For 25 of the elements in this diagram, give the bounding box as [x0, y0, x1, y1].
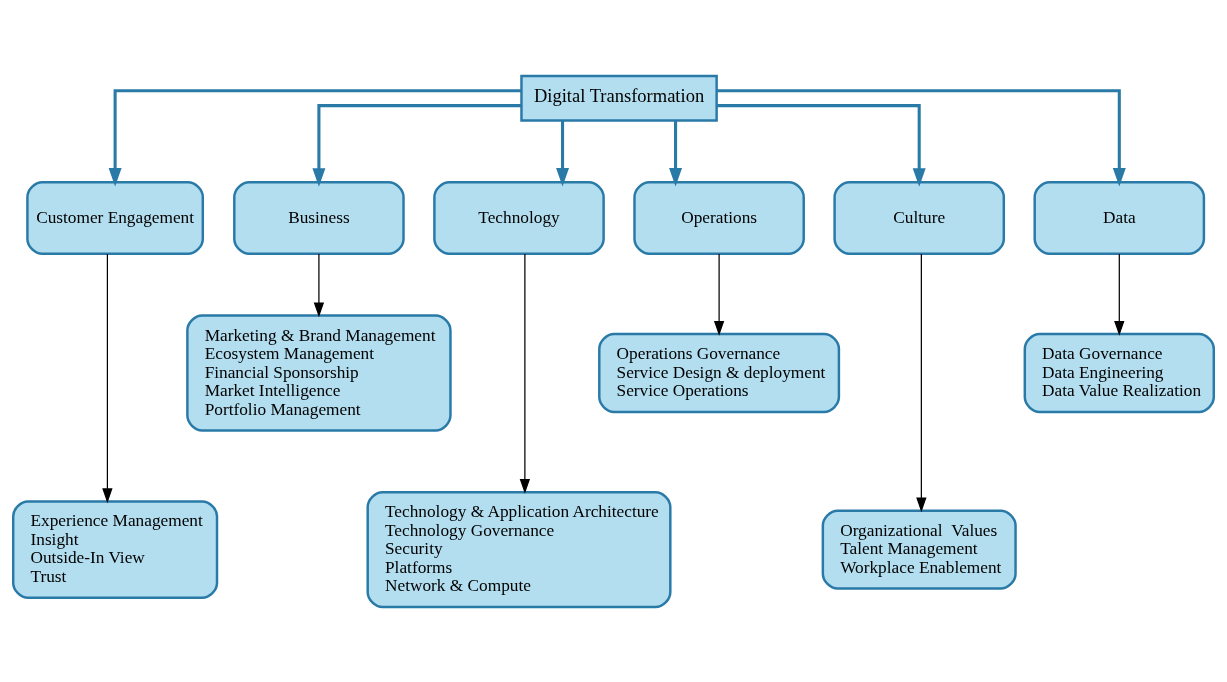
arrow: [313, 252, 325, 317]
node-box: Culture: [833, 180, 1006, 255]
node-box: Digital Transformation: [520, 74, 718, 122]
node-box: Business: [233, 180, 405, 255]
node-box: Technology: [433, 180, 605, 255]
arrow: [716, 103, 926, 187]
node-box: Data: [1033, 180, 1206, 255]
arrow: [669, 120, 683, 187]
arrow: [713, 252, 725, 336]
node-box: Data Governance Data Engineering Data Value Realization: [1023, 332, 1216, 413]
arrow: [716, 88, 1126, 187]
arrow: [916, 253, 927, 512]
arrow: [102, 253, 113, 503]
arrow: [556, 120, 570, 187]
node-box: Customer Engagement: [26, 180, 205, 255]
arrow: [1114, 252, 1125, 336]
arrow: [312, 103, 522, 187]
arrow: [519, 253, 531, 494]
node-box: Marketing & Brand Management Ecosystem Management Financial Sponsorship Market Intelligence Portfolio Management: [186, 313, 452, 432]
node-box: Organizational Values Talent Management Workplace Enablement: [821, 509, 1017, 590]
node-box: Technology & Application Architecture Technology Governance Security Platforms Network & Compute: [366, 490, 672, 608]
node-box: Experience Management Insight Outside-In View Trust: [11, 499, 219, 599]
arrow: [108, 88, 522, 187]
node-box: Operations: [633, 180, 805, 255]
node-box: Operations Governance Service Design & deployment Service Operations: [598, 332, 841, 413]
